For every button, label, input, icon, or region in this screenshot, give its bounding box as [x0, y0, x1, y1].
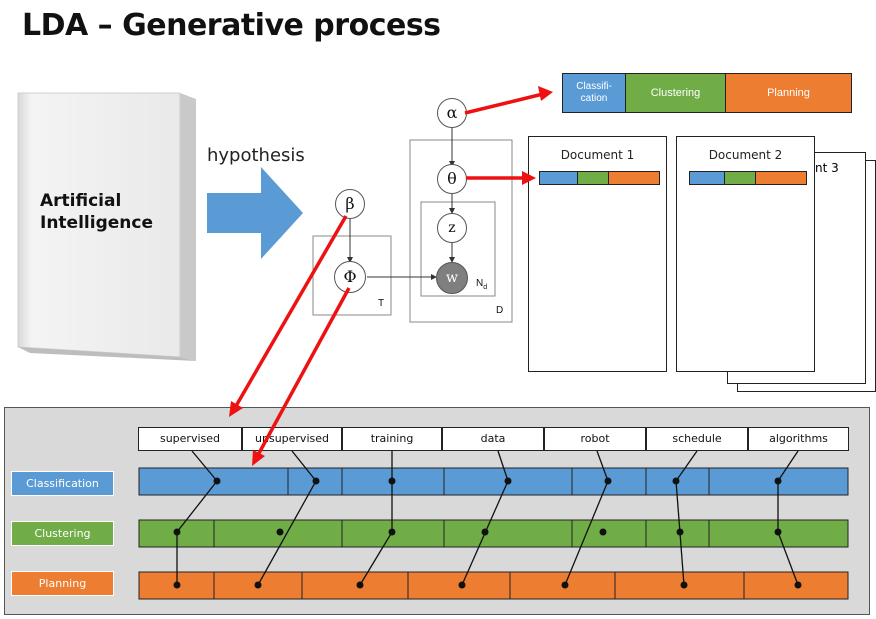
book-title-line1: Artificial [40, 191, 122, 211]
book-image [17, 92, 196, 361]
plate-Nd-label: Nd [476, 278, 487, 291]
row-label-planning: Planning [11, 571, 114, 596]
w-node: w [436, 262, 468, 294]
beta-node: β [335, 189, 365, 219]
document-2-topic-bar [689, 171, 807, 185]
document-1-planning-share [609, 172, 659, 184]
z-node: z [437, 213, 467, 243]
book-title: Artificial Intelligence [40, 190, 153, 234]
document-1-classification-share [540, 172, 578, 184]
document-2-classification-share [690, 172, 725, 184]
document-2-planning-share [756, 172, 806, 184]
document-2-clustering-share [725, 172, 756, 184]
document-1-topic-bar [539, 171, 660, 185]
word-schedule: schedule [646, 427, 748, 451]
word-data: data [442, 427, 544, 451]
word-robot: robot [544, 427, 646, 451]
topic-planning: Planning [726, 74, 851, 112]
plate-T-label: T [378, 298, 385, 309]
hypothesis-label: hypothesis [207, 145, 305, 166]
document-1-clustering-share [578, 172, 609, 184]
phi-node: Φ [334, 261, 366, 293]
row-label-classification: Classification [11, 471, 114, 496]
alpha-node: α [437, 98, 467, 128]
word-algorithms: algorithms [748, 427, 849, 451]
word-supervised: supervised [138, 427, 242, 451]
document-1-title: Document 1 [560, 148, 635, 162]
word-unsupervised: unsupervised [242, 427, 342, 451]
document-2-card: Document 2 [676, 136, 815, 372]
document-1-card: Document 1 [528, 136, 667, 372]
document-3-title: nt 3 [815, 161, 839, 175]
topic-clustering: Clustering [626, 74, 726, 112]
row-label-clustering: Clustering [11, 521, 114, 546]
plate-Nd-sub: d [483, 284, 488, 291]
topic-distribution-bar: Classifi- cation Clustering Planning [562, 73, 852, 113]
plate-D-label: D [496, 305, 504, 316]
word-training: training [342, 427, 442, 451]
book-title-line2: Intelligence [40, 213, 153, 233]
document-2-title: Document 2 [708, 148, 783, 162]
topic-classification: Classifi- cation [563, 74, 626, 112]
page-title: LDA – Generative process [22, 8, 441, 43]
hypothesis-arrow [207, 167, 303, 259]
plate-Nd-main: N [476, 278, 484, 289]
